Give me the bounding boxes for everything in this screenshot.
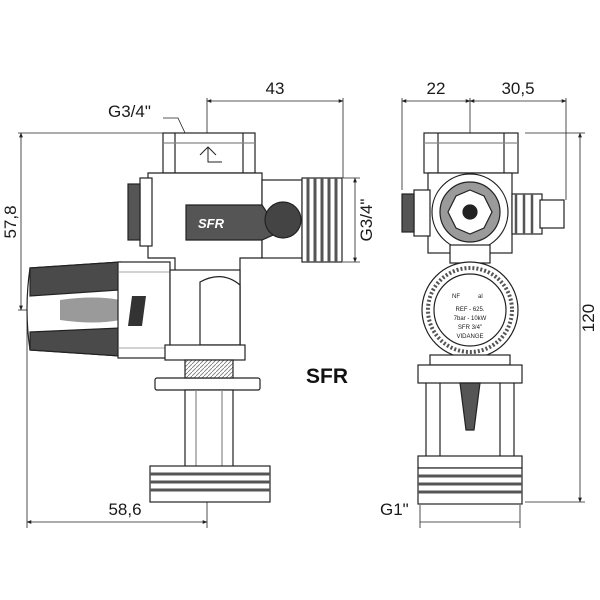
front-inlet-nut — [423, 132, 519, 174]
handle-hub — [264, 201, 302, 239]
front-bottom-thread — [417, 467, 523, 505]
drain-cage — [417, 382, 523, 469]
dial-line-3: SFR 3/4" — [458, 325, 482, 331]
dim-top-30-5: 30,5 — [501, 79, 534, 98]
dimension-lines — [18, 98, 585, 528]
dial-line-2: 7bar - 10kW — [454, 316, 487, 322]
front-view: NF al REF - 625. 7bar - 10kW SFR 3/4" VI… — [401, 132, 565, 505]
bottom-thread — [149, 465, 271, 503]
handle-brand: SFR — [198, 216, 225, 231]
dim-left-57-8: 57,8 — [1, 205, 20, 238]
dim-right-120: 120 — [579, 304, 598, 332]
dim-top-43: 43 — [266, 79, 285, 98]
rear-cap — [139, 177, 153, 247]
handle-lever — [185, 204, 281, 241]
thread-label-inlet: G3/4" — [108, 102, 151, 121]
front-flange — [417, 364, 523, 384]
dim-top-22: 22 — [427, 79, 446, 98]
dim-bottom-58-6: 58,6 — [108, 500, 141, 519]
dial-logo-suffix: al — [478, 294, 483, 300]
inlet-nut — [162, 132, 256, 174]
side-view: SFR — [26, 132, 343, 503]
thread-label-outlet: G3/4" — [357, 199, 376, 242]
drain-pipe — [184, 389, 234, 469]
mount-flange — [154, 377, 261, 391]
dial-line-1: REF - 625. — [455, 307, 484, 313]
dial-line-4: VIDANGE — [456, 334, 483, 340]
thread-label-bottom: G1" — [380, 500, 409, 519]
dial-logo: NF — [452, 294, 460, 300]
side-port — [539, 199, 565, 229]
drawing-title: SFR — [306, 365, 348, 388]
rear-plug — [127, 183, 141, 241]
